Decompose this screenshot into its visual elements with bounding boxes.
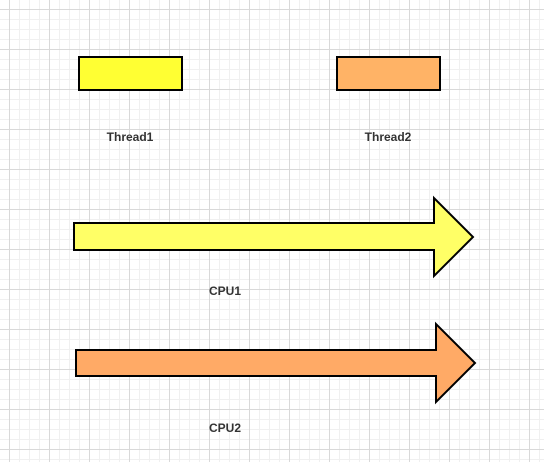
thread2-label: Thread2 (364, 130, 412, 144)
cpu1-arrow[interactable] (73, 195, 475, 279)
cpu2-arrow[interactable] (75, 321, 477, 405)
thread2-box[interactable] (336, 56, 441, 91)
thread1-label: Thread1 (106, 130, 154, 144)
thread1-box[interactable] (78, 56, 183, 91)
cpu2-label: CPU2 (208, 421, 241, 435)
cpu1-label: CPU1 (208, 284, 241, 298)
